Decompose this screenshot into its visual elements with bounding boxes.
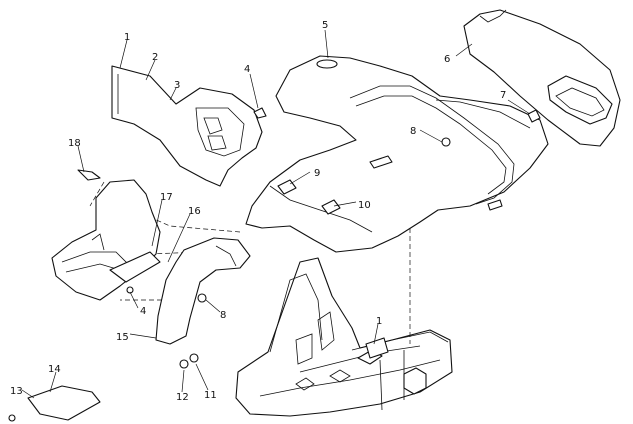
frame-assembly <box>235 257 453 417</box>
callout-8-lower: 8 <box>220 310 226 321</box>
callout-16: 16 <box>188 206 201 217</box>
callout-8-upper: 8 <box>410 126 416 137</box>
callout-9: 9 <box>314 168 320 179</box>
washer-11 <box>189 353 199 363</box>
clip-7 <box>527 109 541 123</box>
callout-5: 5 <box>322 20 328 31</box>
bolt-18 <box>77 169 101 181</box>
callout-1-lower: 1 <box>376 316 382 327</box>
callout-10: 10 <box>358 200 371 211</box>
grommet-8 <box>441 137 451 147</box>
callout-2: 2 <box>152 52 158 63</box>
callout-4: 4 <box>244 64 250 75</box>
footwell-panel <box>51 179 161 301</box>
callout-13: 13 <box>10 386 23 397</box>
callout-18: 18 <box>68 138 81 149</box>
callout-14: 14 <box>48 364 61 375</box>
leader-dashed-5 <box>89 181 105 207</box>
shield-14 <box>27 385 101 421</box>
callout-15: 15 <box>116 332 129 343</box>
fuel-fill-opening <box>316 59 338 69</box>
screw-4-lower <box>126 286 134 294</box>
rear-fender-body <box>245 55 549 253</box>
nut-12 <box>179 359 189 369</box>
mud-flap <box>155 237 251 345</box>
bracket-1 <box>365 337 389 359</box>
callout-17: 17 <box>160 192 173 203</box>
screw-4 <box>253 107 267 119</box>
leader-lines <box>21 29 531 399</box>
callout-4-lower: 4 <box>140 306 146 317</box>
grommet-8-lower <box>197 293 207 303</box>
rivet-13 <box>8 414 16 422</box>
callout-1: 1 <box>124 32 130 43</box>
callout-7: 7 <box>500 90 506 101</box>
callout-12: 12 <box>176 392 189 403</box>
side-panel <box>111 65 263 187</box>
callout-6: 6 <box>444 54 450 65</box>
callout-3: 3 <box>174 80 180 91</box>
callout-11: 11 <box>204 390 217 401</box>
rear-rack-cover <box>463 9 621 147</box>
